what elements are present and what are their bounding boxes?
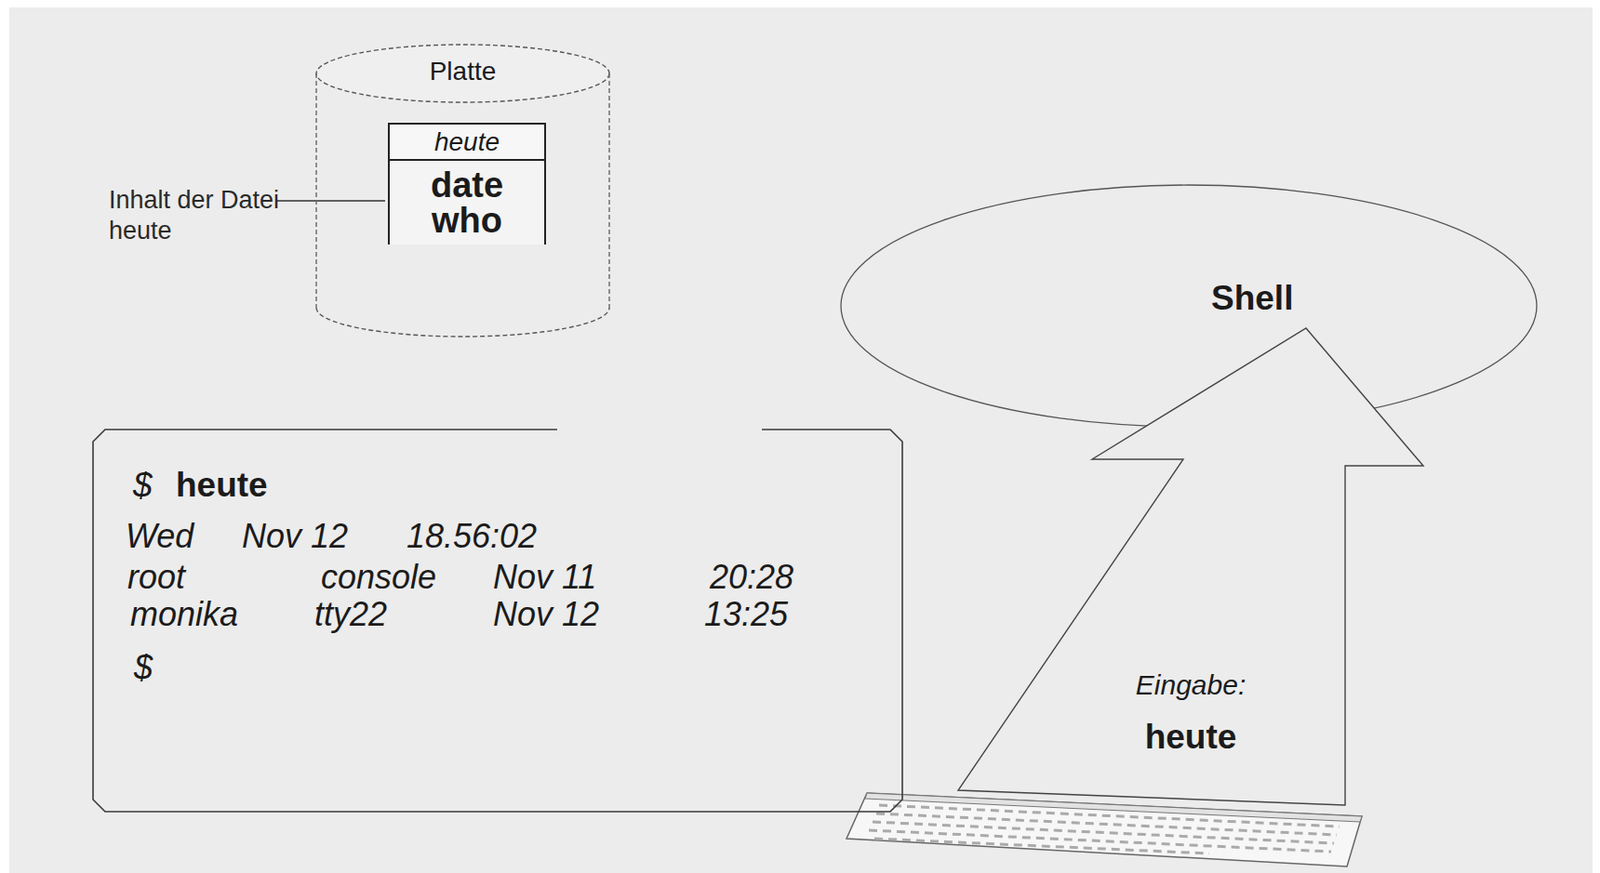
output-text: Nov 11 [493, 560, 597, 595]
output-text: 20:28 [709, 560, 794, 595]
ellipse-outline [839, 183, 1539, 429]
output-text: console [320, 560, 437, 595]
command: heute [175, 467, 268, 503]
leader-line [277, 200, 386, 202]
output-text: tty22 [314, 598, 387, 632]
output-text: monika [130, 598, 239, 632]
shell-ellipse: Shell [839, 183, 1539, 429]
output-text: Wed [125, 520, 194, 554]
file-content: date who [387, 160, 547, 245]
shell-label: Shell [1211, 280, 1294, 316]
keyboard-icon [846, 793, 1362, 867]
file-box: heute date who [387, 122, 547, 245]
output-text: Nov 12 [493, 598, 600, 632]
disk-label: Platte [313, 58, 613, 85]
annotation-label: Inhalt der Datei heute [108, 185, 281, 247]
terminal-window: $heuteWedNov 1218.56:02rootconsoleNov 11… [92, 428, 904, 814]
file-contents-text: date who [430, 167, 504, 239]
input-arrow: Eingabe: heute [948, 325, 1433, 810]
file-name-bar: heute [387, 122, 547, 161]
output-text: Nov 12 [241, 520, 348, 554]
output-text: 18.56:02 [406, 520, 537, 554]
input-caption: Eingabe: [1135, 671, 1246, 700]
file-name: heute [434, 129, 500, 156]
input-command: heute [1145, 720, 1238, 755]
output-text: 13:25 [704, 598, 788, 632]
prompt: $ [133, 467, 153, 503]
prompt: $ [133, 651, 153, 685]
disk-cylinder: Platte heute date who [313, 42, 613, 339]
output-text: root [127, 560, 186, 595]
